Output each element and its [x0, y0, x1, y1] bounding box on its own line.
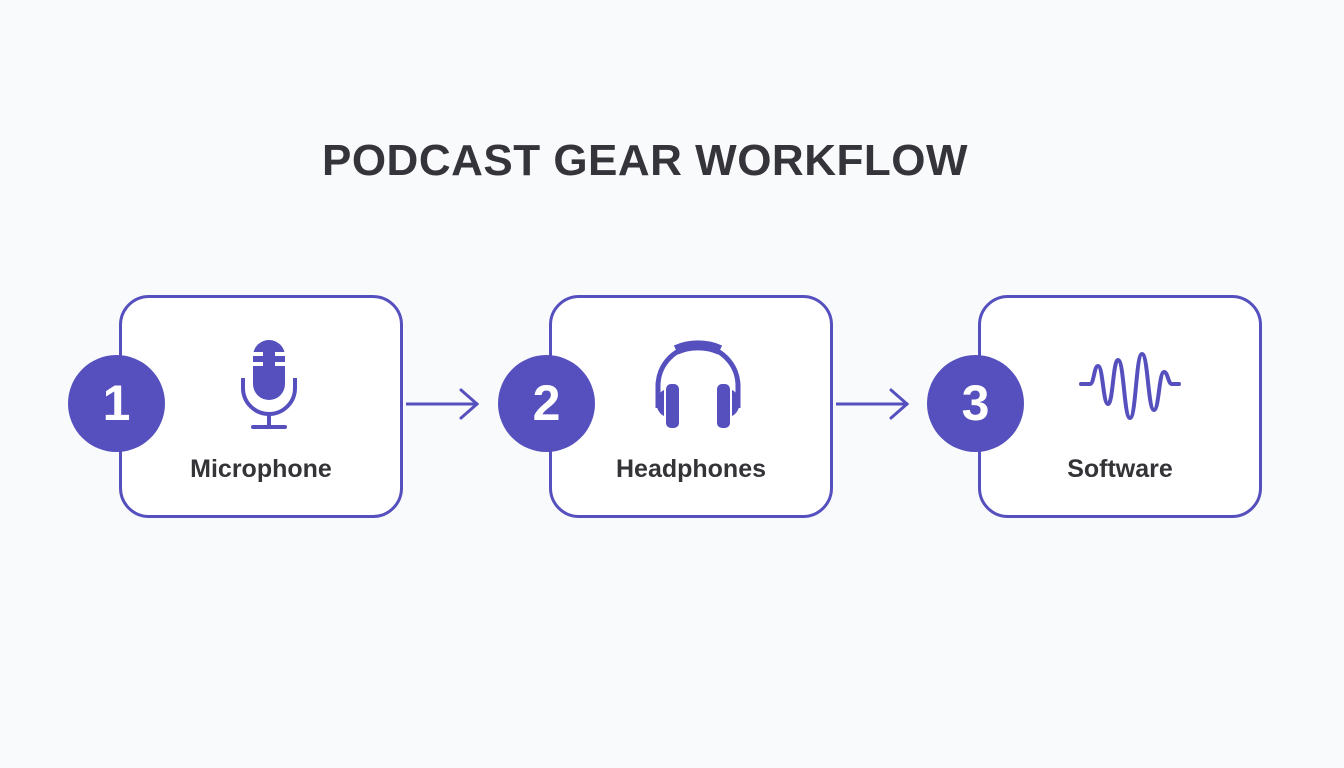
page-title: PODCAST GEAR WORKFLOW: [321, 136, 968, 185]
step-number-badge: 3: [927, 355, 1024, 452]
step-label-microphone: Microphone: [190, 455, 332, 483]
step-label-headphones: Headphones: [615, 455, 767, 483]
microphone-icon: [241, 340, 297, 429]
step-number-badge: 1: [68, 355, 165, 452]
step-number-badge: 2: [498, 355, 595, 452]
step-card-software: [978, 295, 1262, 518]
waveform-icon: [1079, 352, 1181, 420]
step-card-microphone: [119, 295, 403, 518]
step-card-headphones: [549, 295, 833, 518]
arrow-right-icon: [836, 388, 910, 420]
headphones-icon: [655, 340, 741, 428]
arrow-right-icon: [406, 388, 480, 420]
step-label-software: Software: [1067, 455, 1173, 483]
